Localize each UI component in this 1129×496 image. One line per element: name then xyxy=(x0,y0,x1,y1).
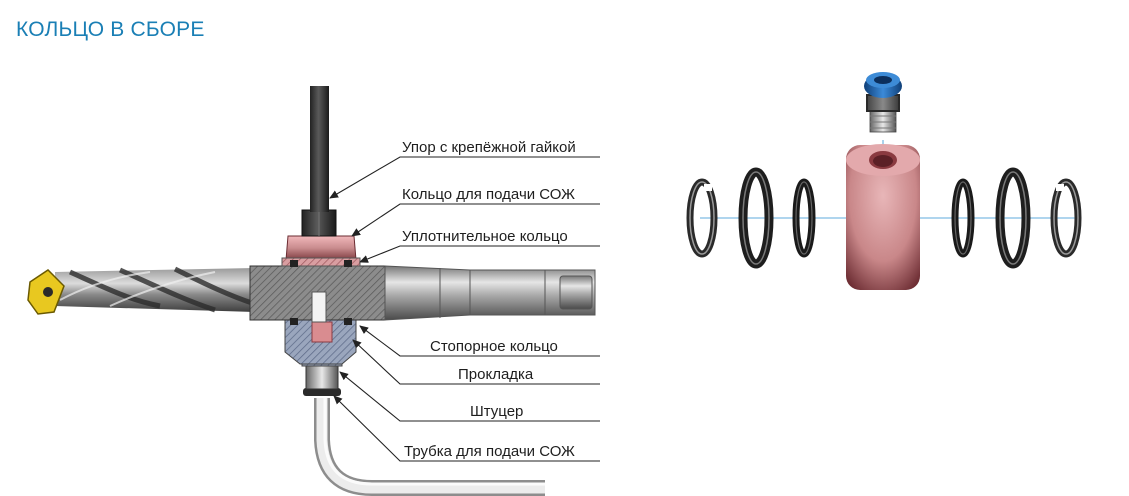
stop-rod xyxy=(310,86,329,212)
labels: Упор с крепёжной гайкой Кольцо для подач… xyxy=(402,139,576,460)
drill-insert-icon xyxy=(27,269,65,315)
label-ring: Кольцо для подачи СОЖ xyxy=(402,186,575,203)
o-ring-left-icon xyxy=(792,178,816,258)
coolant-ring-body-icon xyxy=(846,144,920,290)
coolant-ring-icon xyxy=(285,235,357,261)
label-seal: Уплотнительное кольцо xyxy=(402,228,568,245)
page-title: КОЛЬЦО В СБОРЕ xyxy=(16,18,205,41)
drill-flute xyxy=(55,268,255,312)
label-gasket: Прокладка xyxy=(458,366,534,383)
label-tube: Трубка для подачи СОЖ xyxy=(404,443,575,460)
retaining-ring-right-icon xyxy=(1050,178,1082,258)
o-ring-right-icon xyxy=(951,178,975,258)
drill-assembly xyxy=(27,86,596,496)
exploded-view xyxy=(686,72,1082,290)
label-fitting: Штуцер xyxy=(470,403,523,420)
label-retaining: Стопорное кольцо xyxy=(430,338,558,355)
gasket-left-icon xyxy=(738,167,774,269)
leader-lines xyxy=(329,156,600,462)
retaining-ring-left-icon xyxy=(686,178,718,258)
label-stop: Упор с крепёжной гайкой xyxy=(402,139,576,156)
push-fitting-icon xyxy=(864,72,902,133)
gasket-right-icon xyxy=(995,167,1031,269)
